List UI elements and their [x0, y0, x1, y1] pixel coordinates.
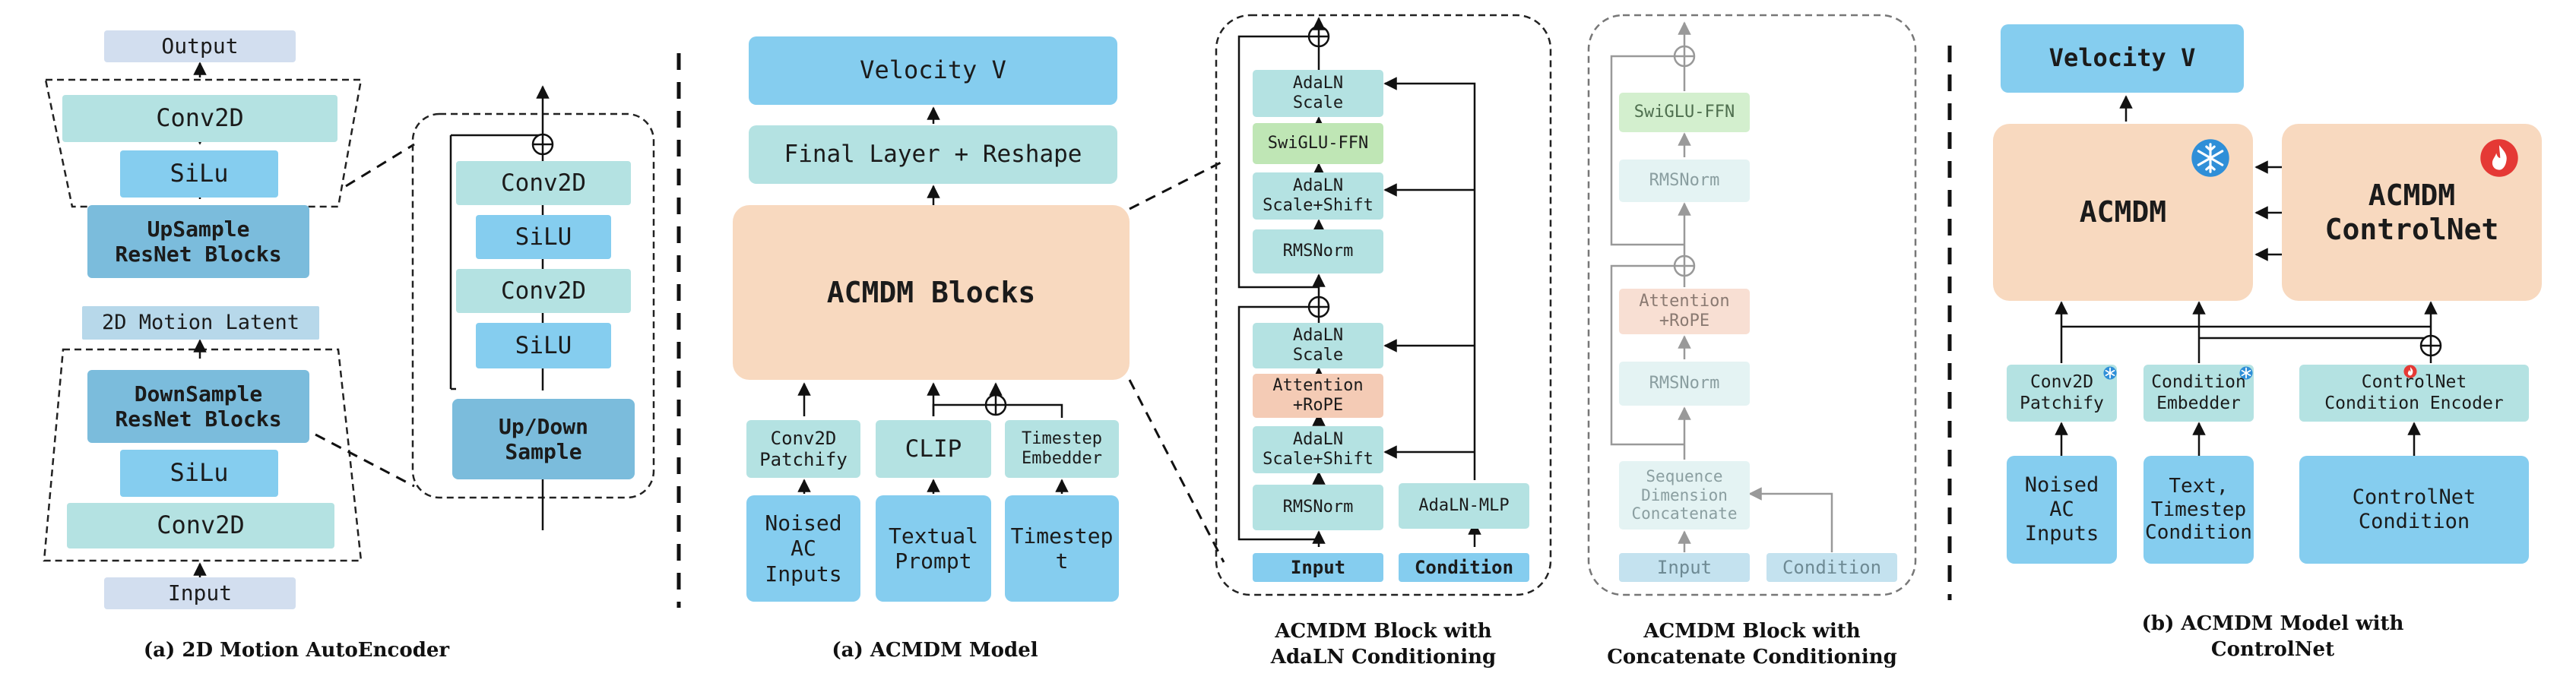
rmsnorm-bottom: RMSNorm — [1253, 485, 1383, 530]
timestep-input: Timestep t — [1005, 495, 1119, 602]
adaln-mlp: AdaLN-MLP — [1399, 483, 1529, 529]
conv2d-bottom: Conv2D — [67, 503, 334, 548]
conv2d-top: Conv2D — [62, 95, 337, 142]
caption-autoencoder: (a) 2D Motion AutoEncoder — [143, 639, 450, 662]
caption-concat-block: ACMDM Block with Concatenate Conditionin… — [1607, 620, 1897, 669]
snowflake-icon — [2191, 139, 2229, 177]
text-timestep-condition: Text, Timestep Condition — [2143, 456, 2254, 564]
acmdm-blocks: ACMDM Blocks — [733, 205, 1130, 380]
caption-acmdm-model: (a) ACMDM Model — [832, 639, 1038, 662]
concat-input: Input — [1619, 553, 1750, 582]
motion-latent: 2D Motion Latent — [82, 306, 319, 340]
concat-attention-rope: Attention +RoPE — [1619, 289, 1750, 334]
caption-adaln-block: ACMDM Block with AdaLN Conditioning — [1270, 620, 1497, 669]
output-node: Output — [104, 30, 296, 62]
caption-controlnet-model: (b) ACMDM Model with ControlNet — [2141, 612, 2404, 661]
timestep-embedder: Timestep Embedder — [1005, 420, 1119, 478]
detail-conv2d-b: Conv2D — [456, 269, 631, 313]
snowflake-icon — [2239, 366, 2253, 380]
adaln-input: Input — [1253, 553, 1383, 582]
swiglu-ffn: SwiGLU-FFN — [1253, 123, 1383, 164]
detail-silu-b: SiLU — [476, 323, 611, 368]
clip-encoder: CLIP — [876, 420, 991, 478]
silu-top: SiLu — [120, 150, 278, 198]
controlnet-condition: ControlNet Condition — [2299, 456, 2529, 564]
adaln-condition: Condition — [1399, 553, 1529, 582]
controlnet-velocity-output: Velocity V — [2001, 24, 2244, 93]
concat-swiglu-ffn: SwiGLU-FFN — [1619, 93, 1750, 132]
concat-rmsnorm-top: RMSNorm — [1619, 160, 1750, 202]
concat-condition: Condition — [1766, 553, 1897, 582]
adaln-scale-top: AdaLN Scale — [1253, 70, 1383, 117]
controlnet-conv2d-patchify: Conv2D Patchify — [2007, 365, 2117, 422]
detail-conv2d-a: Conv2D — [456, 161, 631, 205]
upsample-resnet-blocks: UpSample ResNet Blocks — [87, 205, 309, 278]
velocity-output: Velocity V — [749, 36, 1117, 105]
flame-icon — [2403, 365, 2417, 378]
textual-prompt: Textual Prompt — [876, 495, 991, 602]
detail-silu-a: SiLU — [476, 215, 611, 259]
downsample-resnet-blocks: DownSample ResNet Blocks — [87, 370, 309, 443]
conv2d-patchify: Conv2D Patchify — [746, 420, 860, 478]
adaln-scale-shift-bottom: AdaLN Scale+Shift — [1253, 426, 1383, 473]
condition-embedder: Condition Embedder — [2143, 365, 2254, 422]
adaln-scale-bottom: AdaLN Scale — [1253, 323, 1383, 368]
acmdm-controlnet: ACMDM ControlNet — [2282, 124, 2542, 301]
silu-bottom: SiLu — [120, 450, 278, 497]
flame-icon — [2480, 139, 2518, 177]
concat-rmsnorm-bottom: RMSNorm — [1619, 362, 1750, 406]
sequence-dimension-concatenate: Sequence Dimension Concatenate — [1619, 461, 1750, 530]
controlnet-noised-ac-inputs: Noised AC Inputs — [2007, 456, 2117, 564]
snowflake-icon — [2103, 366, 2117, 380]
attention-rope: Attention +RoPE — [1253, 374, 1383, 418]
adaln-scale-shift-top: AdaLN Scale+Shift — [1253, 172, 1383, 220]
rmsnorm-top: RMSNorm — [1253, 229, 1383, 273]
detail-updown-sample: Up/Down Sample — [452, 399, 635, 479]
controlnet-condition-encoder: ControlNet Condition Encoder — [2299, 365, 2529, 422]
input-node: Input — [104, 577, 296, 609]
final-layer-reshape: Final Layer + Reshape — [749, 125, 1117, 184]
noised-ac-inputs: Noised AC Inputs — [746, 495, 860, 602]
